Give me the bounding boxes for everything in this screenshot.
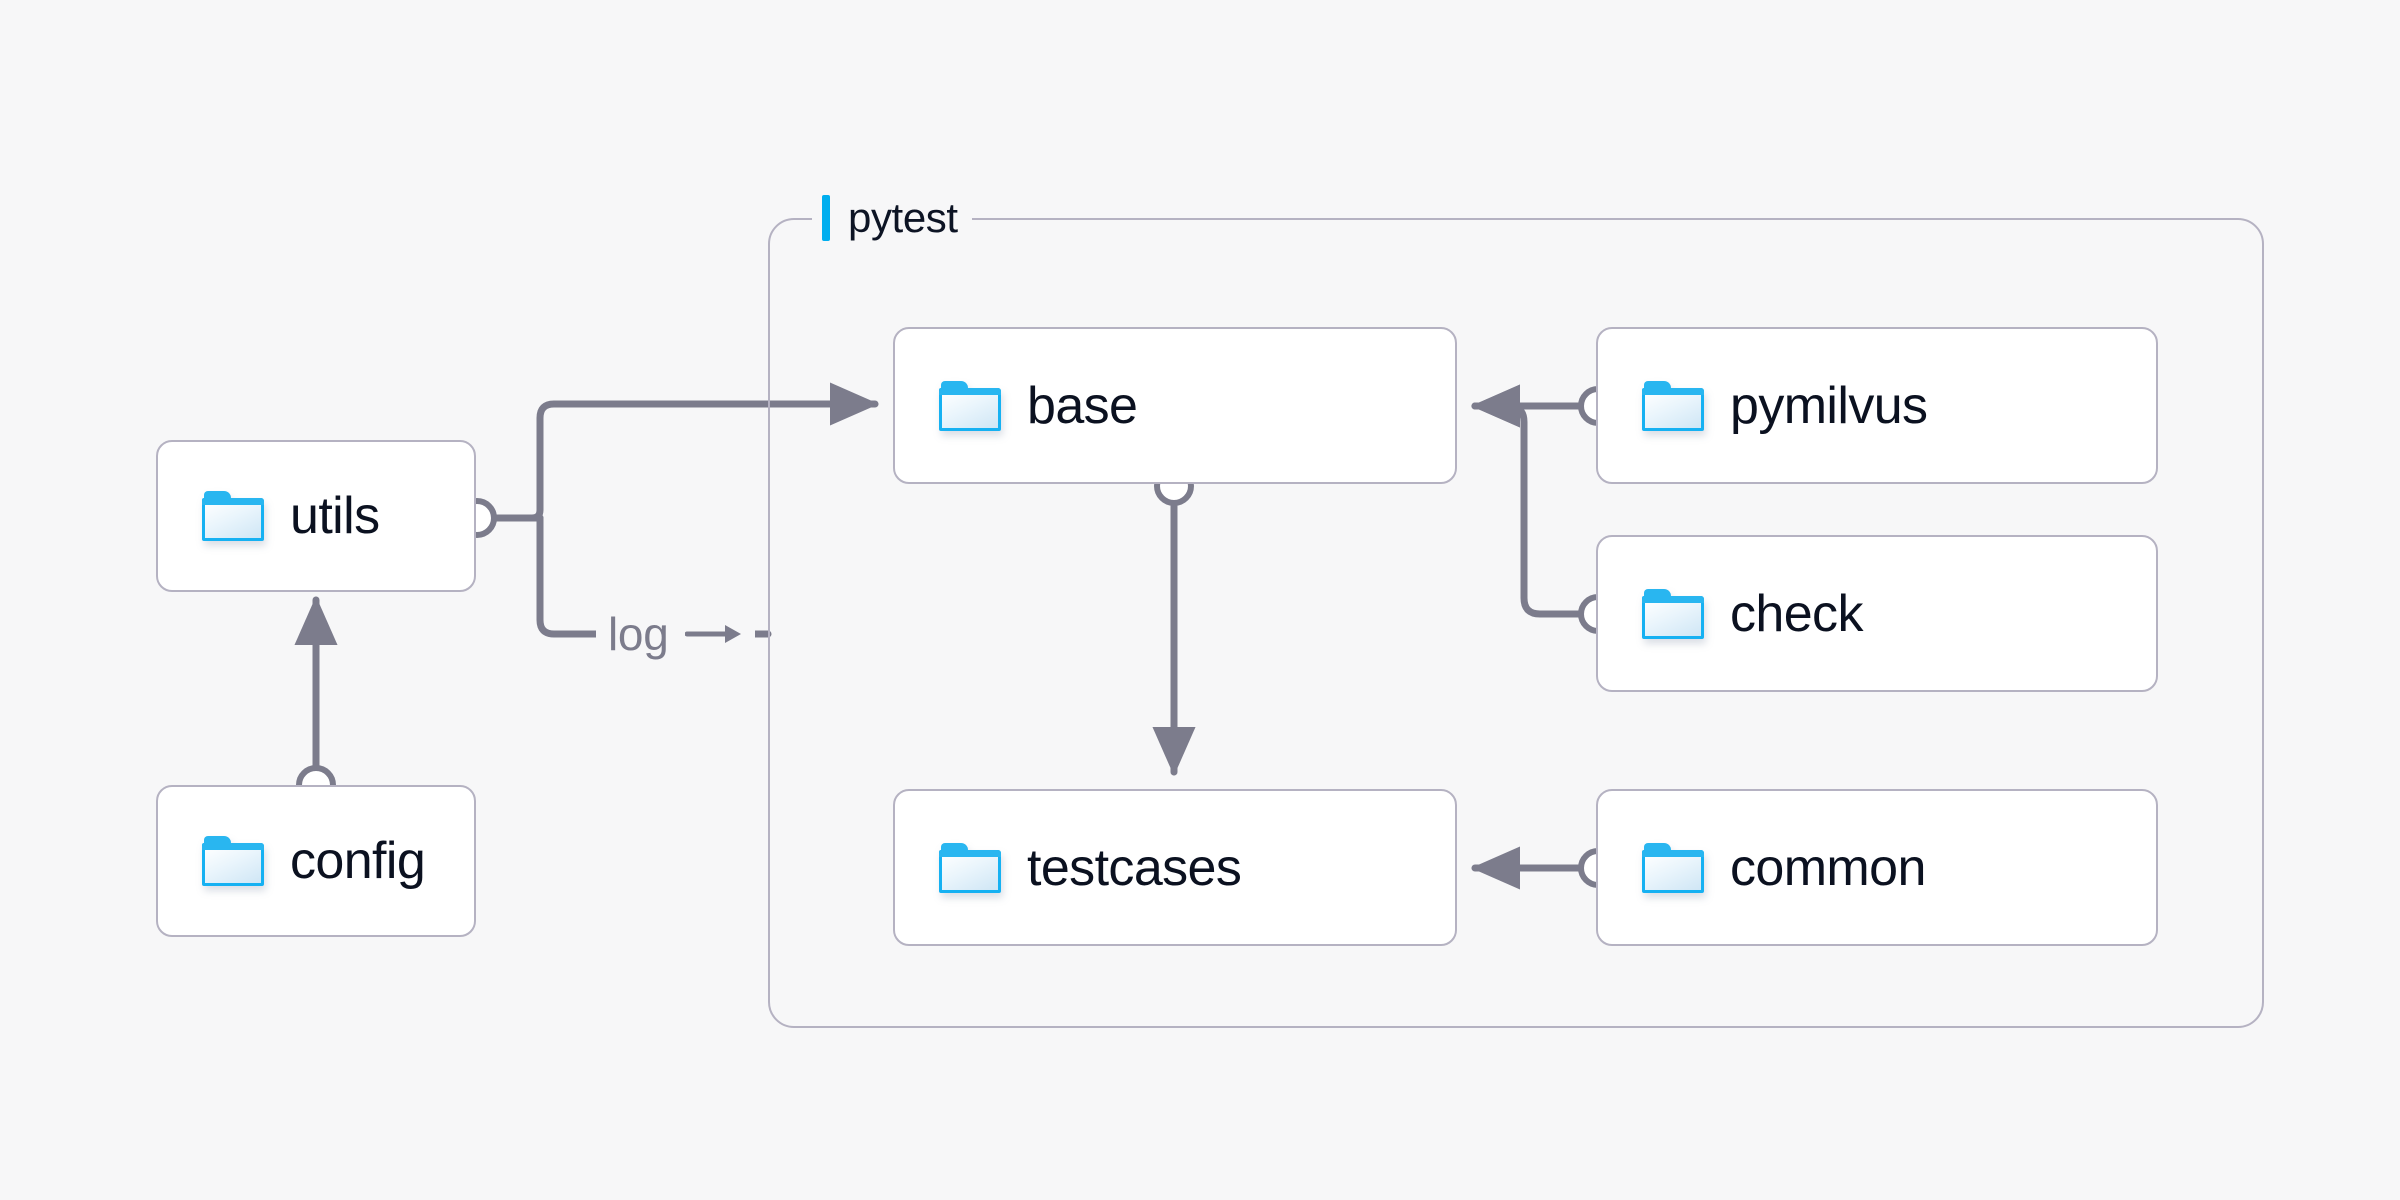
folder-icon	[1642, 842, 1704, 893]
folder-icon	[202, 491, 264, 541]
node-pymilvus-label: pymilvus	[1730, 376, 1928, 435]
node-check[interactable]: check	[1596, 535, 2158, 692]
group-pytest[interactable]	[768, 218, 2264, 1028]
edge-label-log: log	[596, 606, 755, 662]
node-config[interactable]: config	[156, 785, 476, 937]
node-common-label: common	[1730, 838, 1926, 897]
node-testcases[interactable]: testcases	[893, 789, 1457, 946]
node-utils-label: utils	[290, 487, 380, 545]
folder-icon	[202, 836, 264, 886]
node-pymilvus[interactable]: pymilvus	[1596, 327, 2158, 484]
node-utils[interactable]: utils	[156, 440, 476, 592]
node-base[interactable]: base	[893, 327, 1457, 484]
accent-bar-icon	[822, 195, 830, 241]
node-common[interactable]: common	[1596, 789, 2158, 946]
node-config-label: config	[290, 832, 426, 890]
folder-icon	[939, 380, 1001, 431]
node-testcases-label: testcases	[1027, 838, 1242, 897]
arrow-right-icon	[684, 625, 741, 643]
folder-icon	[1642, 380, 1704, 431]
group-title-text: pytest	[848, 194, 958, 241]
folder-icon	[939, 842, 1001, 893]
edge-label-log-text: log	[608, 608, 669, 660]
folder-icon	[1642, 588, 1704, 639]
node-check-label: check	[1730, 584, 1863, 643]
group-pytest-label: pytest	[812, 191, 972, 245]
node-base-label: base	[1027, 376, 1138, 435]
